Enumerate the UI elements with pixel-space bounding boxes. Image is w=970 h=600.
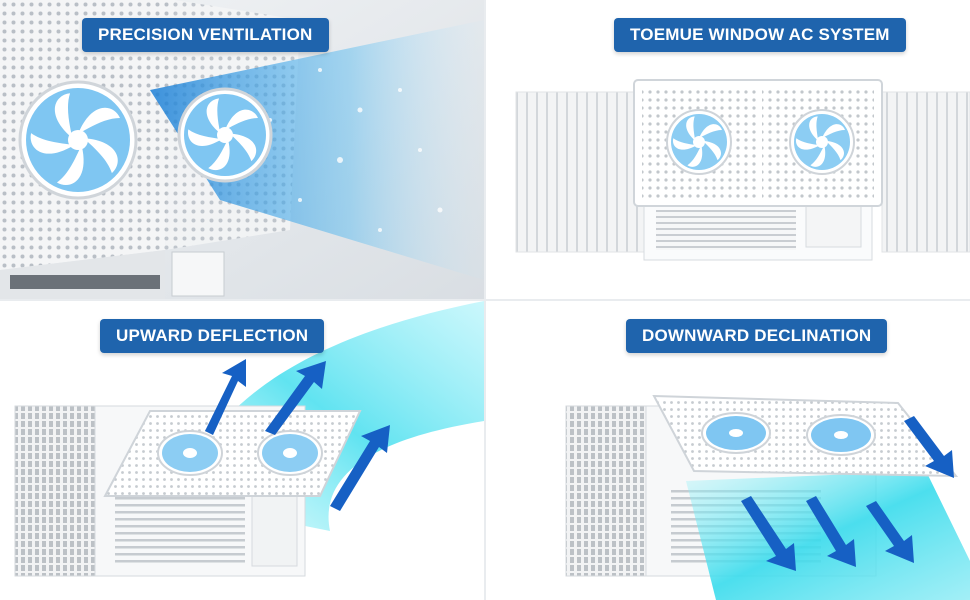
fan-icon bbox=[789, 109, 855, 175]
panel-window-ac-system: TOEMUE WINDOW AC SYSTEM bbox=[486, 0, 970, 299]
arrow-up-icon bbox=[205, 359, 390, 511]
window-ac-system-illustration bbox=[515, 79, 970, 261]
fan-icon bbox=[177, 87, 273, 183]
fan-icon bbox=[257, 430, 323, 476]
fan-icon bbox=[157, 430, 223, 476]
fan-icon bbox=[18, 80, 138, 200]
fan-icon bbox=[666, 109, 732, 175]
downward-declination-illustration bbox=[565, 394, 970, 600]
feature-title: PRECISION VENTILATION bbox=[82, 18, 329, 52]
panel-downward-declination: DOWNWARD DECLINATION bbox=[486, 301, 970, 600]
divider-horizontal bbox=[0, 299, 970, 301]
feature-title: DOWNWARD DECLINATION bbox=[626, 319, 888, 353]
fan-icon bbox=[701, 412, 771, 454]
feature-title: TOEMUE WINDOW AC SYSTEM bbox=[614, 18, 906, 52]
upward-deflection-illustration bbox=[14, 301, 484, 577]
arrow-down-icon bbox=[741, 416, 954, 571]
feature-title: UPWARD DEFLECTION bbox=[100, 319, 325, 353]
fan-icon bbox=[806, 414, 876, 456]
panel-precision-ventilation: PRECISION VENTILATION bbox=[0, 0, 484, 299]
panel-upward-deflection: UPWARD DEFLECTION bbox=[0, 301, 484, 600]
